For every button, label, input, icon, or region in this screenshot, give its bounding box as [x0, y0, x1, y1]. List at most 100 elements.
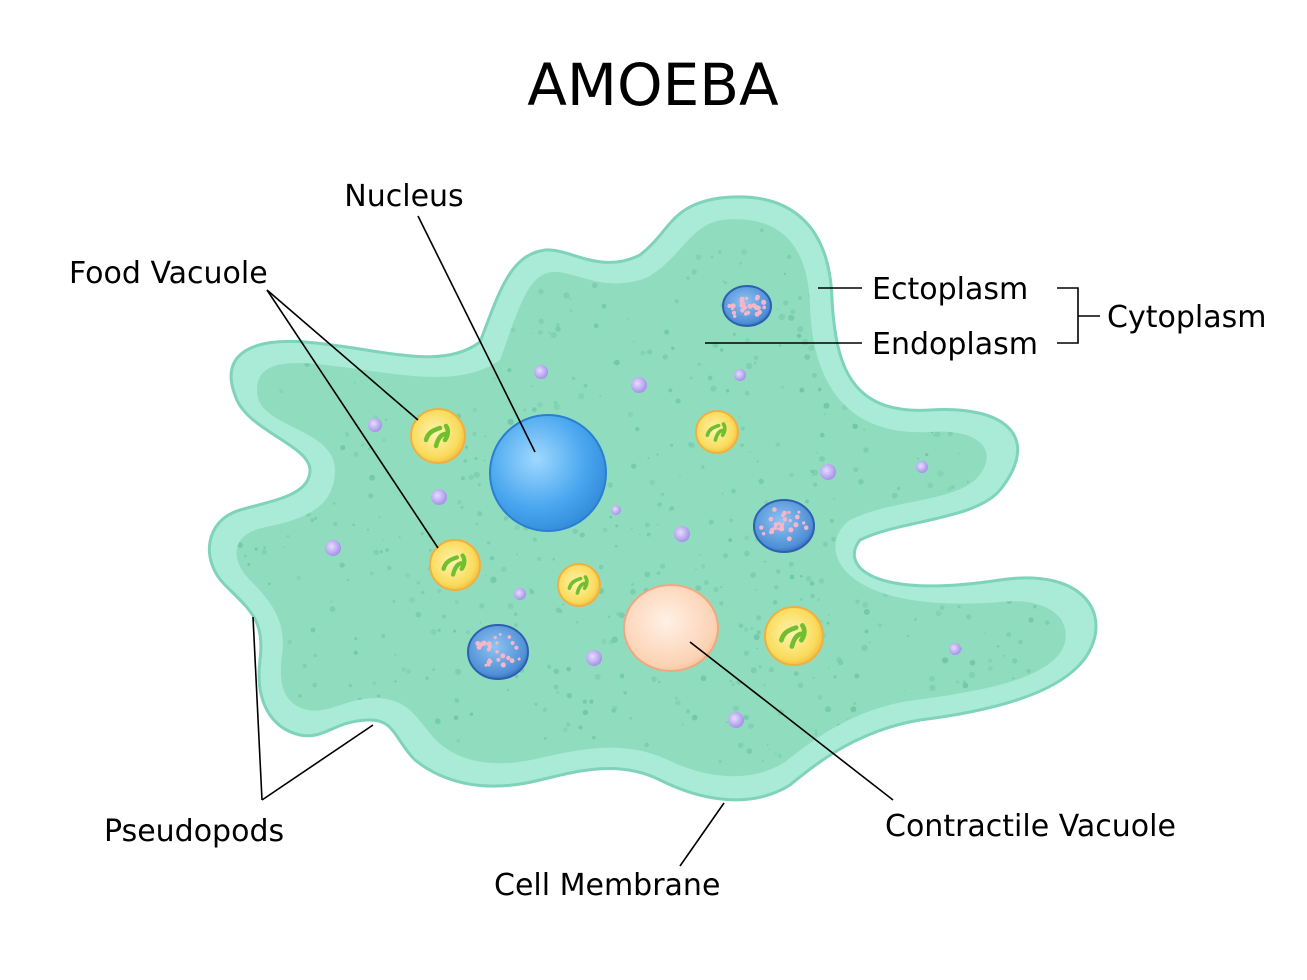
granule [614, 359, 620, 366]
granule [529, 589, 535, 595]
storage-granule [467, 624, 529, 680]
granule [912, 568, 914, 570]
granule [798, 296, 802, 300]
granule [222, 212, 226, 216]
granule [946, 727, 949, 730]
granule [301, 231, 304, 234]
granule [830, 518, 834, 523]
granule [632, 785, 634, 787]
granule [1061, 530, 1065, 534]
granule [656, 523, 659, 526]
granule [1054, 324, 1058, 328]
granule [578, 725, 583, 730]
granule [969, 659, 976, 666]
granule [428, 548, 432, 552]
granule [890, 214, 895, 219]
granule [741, 249, 748, 256]
granule [239, 649, 244, 655]
granule [743, 650, 750, 656]
granule [864, 629, 869, 634]
granule [336, 774, 340, 777]
granule [501, 566, 507, 572]
granule [457, 500, 462, 505]
granule [469, 712, 474, 716]
granule-speckle [486, 641, 491, 646]
granule [234, 635, 236, 637]
granule [932, 433, 936, 437]
granule [372, 681, 377, 686]
granule [384, 418, 388, 422]
food-vacuole [557, 563, 601, 607]
granule [377, 694, 381, 698]
granule [824, 413, 827, 415]
granule [923, 238, 928, 243]
granule-speckle [786, 536, 792, 542]
granule [959, 313, 964, 319]
granule-speckle [802, 521, 806, 525]
granule [1006, 632, 1012, 637]
granule [644, 522, 650, 528]
granule [833, 675, 837, 679]
granule [616, 611, 621, 617]
granule [240, 243, 246, 249]
granule [764, 560, 767, 563]
granule-speckle [510, 641, 515, 645]
granule [406, 669, 412, 674]
granule [877, 309, 880, 311]
granule [938, 550, 944, 555]
granule [456, 347, 460, 352]
granule [339, 562, 345, 568]
granule [947, 554, 954, 562]
granule [997, 573, 1004, 579]
granule [793, 671, 799, 677]
granule [348, 683, 353, 688]
granule [887, 223, 890, 226]
granule [778, 313, 785, 321]
granule [1026, 392, 1031, 397]
granule [967, 480, 969, 483]
granule [961, 264, 966, 269]
granule [609, 639, 614, 645]
granule [701, 465, 705, 469]
granule [911, 568, 914, 571]
granule [619, 673, 625, 679]
granule-speckle [788, 527, 794, 533]
granule [219, 743, 222, 746]
granule [969, 671, 976, 679]
granule [1043, 419, 1046, 423]
granule [302, 663, 307, 668]
granule [513, 612, 518, 616]
granule [656, 453, 659, 456]
granule [1051, 769, 1056, 774]
granule [559, 609, 563, 613]
granule [695, 585, 702, 591]
granule [761, 759, 764, 763]
granule [922, 737, 925, 740]
granule [914, 540, 919, 545]
granule [906, 529, 912, 535]
granule [313, 262, 316, 265]
granule [485, 574, 488, 577]
food-particle [582, 575, 589, 591]
granule [820, 774, 826, 777]
granule [589, 699, 594, 704]
granule [1012, 677, 1015, 680]
granule [1041, 328, 1048, 335]
granule [990, 756, 994, 761]
granule [453, 629, 457, 633]
granule [813, 482, 818, 487]
granule [854, 751, 858, 755]
granule [797, 326, 804, 333]
granule [945, 723, 951, 730]
granule [442, 614, 446, 619]
granule [592, 735, 596, 740]
granule [310, 518, 315, 523]
granule [992, 365, 995, 369]
granule [299, 333, 307, 340]
granule [811, 474, 814, 477]
granule [1013, 741, 1016, 745]
granule [602, 527, 608, 533]
granule [553, 668, 559, 675]
granule [1027, 242, 1030, 246]
